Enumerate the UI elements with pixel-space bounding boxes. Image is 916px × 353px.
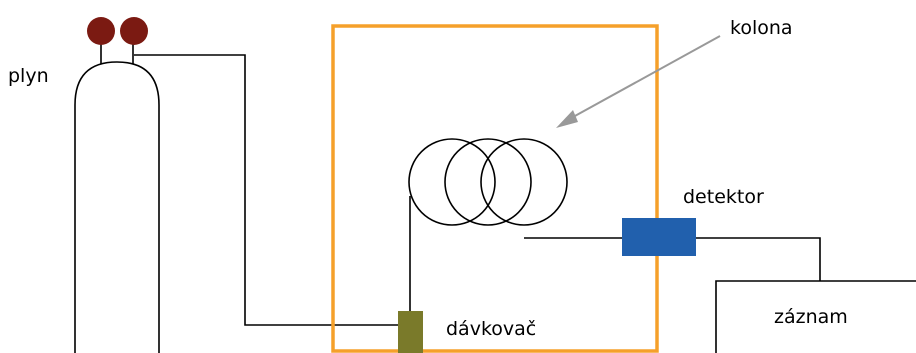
gas-supply-line: [134, 54, 398, 326]
column-loop: [408, 138, 496, 226]
detector-to-record-line: [696, 237, 821, 281]
injector-block: [398, 311, 423, 353]
arrow-icon: [563, 35, 721, 123]
valve-icon: [87, 17, 115, 45]
arrow-head: [556, 110, 578, 128]
column-loop: [480, 138, 568, 226]
column-label: kolona: [730, 17, 793, 39]
detector-block: [622, 218, 696, 256]
record-box: [715, 280, 916, 353]
column-loop: [444, 138, 532, 226]
column-coil-icon: [408, 138, 568, 226]
gas-cylinder-icon: [74, 61, 160, 353]
oven-box: [331, 24, 659, 353]
detector-label: detektor: [683, 186, 764, 208]
valve-icon: [120, 17, 148, 45]
record-label: záznam: [774, 306, 848, 328]
gas-label: plyn: [8, 65, 49, 87]
injector-label: dávkovač: [446, 318, 536, 340]
